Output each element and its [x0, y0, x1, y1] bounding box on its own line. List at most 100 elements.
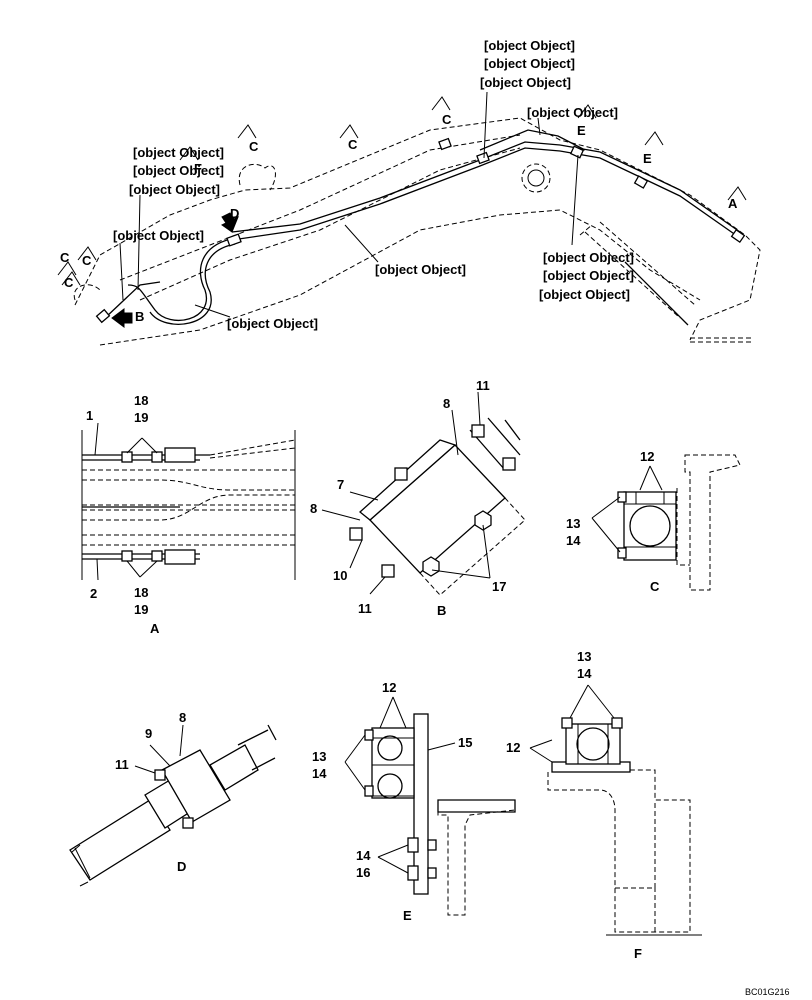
- callout: 18: [134, 585, 148, 600]
- view-a-clamp-top-1: [121, 451, 133, 463]
- section-marker-c4: [237, 124, 257, 139]
- callout: 12: [640, 449, 654, 464]
- callout: [object Object]: [375, 262, 466, 277]
- clamp-2: [569, 145, 585, 159]
- callout: 8: [310, 501, 317, 516]
- view-f-bracket-inner: [615, 800, 656, 932]
- view-d-pipe-right: [237, 724, 277, 771]
- view-f-bolt-2: [611, 717, 623, 729]
- callout: 1: [86, 408, 93, 423]
- view-b-bolt-2: [422, 556, 440, 577]
- view-b-block: [369, 444, 506, 574]
- view-b: [321, 391, 526, 596]
- view-c-bolt-bl: [617, 547, 627, 559]
- hose-5: [127, 237, 236, 322]
- view-caption-e: E: [403, 908, 412, 923]
- pipe-4-b: [231, 147, 741, 241]
- clamp-3: [633, 175, 649, 189]
- section-marker-e2: [644, 131, 664, 146]
- section-mark: C: [60, 250, 70, 265]
- fitting-b: [95, 308, 111, 324]
- clamp-4: [730, 228, 746, 244]
- callout: 13: [312, 749, 326, 764]
- view-b-leaders: [321, 391, 491, 595]
- view-e-bolt-1: [364, 729, 374, 741]
- callout: 13: [566, 516, 580, 531]
- section-marker-c1: [57, 261, 77, 276]
- callout: 12: [382, 680, 396, 695]
- boom-end-ticks: [690, 337, 752, 343]
- view-c-split: [624, 492, 676, 548]
- view-b-nut-5: [502, 457, 516, 471]
- section-marker-c5: [339, 124, 359, 139]
- section-mark: C: [348, 137, 358, 152]
- callout: [object Object]: [480, 75, 571, 90]
- main-boom-view: [57, 91, 761, 346]
- view-f: [529, 684, 702, 936]
- view-d-block: [161, 749, 231, 823]
- callout: [object Object]: [129, 182, 220, 197]
- view-d-nut-1: [154, 769, 166, 781]
- boom-pin-circle: [521, 163, 551, 193]
- callout: [object Object]: [484, 38, 575, 53]
- section-mark: C: [82, 253, 92, 268]
- view-caption-a: A: [150, 621, 160, 636]
- callout: 10: [333, 568, 347, 583]
- section-mark: C: [64, 275, 74, 290]
- fitting-d: [226, 233, 242, 247]
- view-e: [344, 696, 516, 916]
- hose-5-b: [149, 243, 236, 325]
- view-caption-f: F: [634, 946, 642, 961]
- callout: 16: [356, 865, 370, 880]
- view-d-labels: 8 9 11 D: [115, 710, 186, 874]
- view-a-fitting-top: [164, 447, 196, 463]
- view-a-dashed-lines: [82, 439, 296, 546]
- view-a-fitting-bot: [164, 549, 196, 565]
- view-e-bolt-4: [407, 865, 419, 881]
- view-b-arrow: [111, 308, 133, 328]
- callout: 15: [458, 735, 472, 750]
- view-d-nut-2: [182, 817, 194, 829]
- boom-lower-outline: [99, 209, 701, 346]
- callout: 19: [134, 602, 148, 617]
- view-c-labels: 12 13 14 C: [566, 449, 660, 594]
- section-marker-f: [179, 146, 199, 161]
- view-c-plate: [676, 488, 690, 566]
- view-e-leaders: [344, 696, 456, 874]
- view-e-clamp-split: [372, 737, 414, 797]
- view-c-bracket: [684, 454, 741, 591]
- callout: [object Object]: [539, 287, 630, 302]
- callout: [object Object]: [113, 228, 204, 243]
- view-b-nut-4: [471, 424, 485, 438]
- callout: 11: [358, 601, 372, 616]
- callout: [object Object]: [543, 268, 634, 283]
- view-caption-d: D: [177, 859, 186, 874]
- view-e-nut-3: [427, 839, 437, 851]
- section-marker-a: [727, 186, 747, 201]
- view-b-nut-1: [349, 527, 363, 541]
- clamp-1: [476, 151, 490, 165]
- section-marker-c2: [77, 246, 97, 261]
- callout: 14: [356, 848, 371, 863]
- callout: 14: [312, 766, 327, 781]
- view-caption-c: C: [650, 579, 660, 594]
- view-d-leaders: [134, 724, 184, 774]
- view-e-pipe-top: [377, 735, 403, 761]
- boom-foot-lug: [238, 163, 276, 191]
- view-a: [81, 422, 296, 581]
- view-a-clamp-bot-2: [151, 550, 163, 562]
- view-a-labels: 1 18 19 2 18 19 A: [86, 393, 160, 636]
- callout: 13: [577, 649, 591, 664]
- view-b-nut-3: [394, 467, 408, 481]
- callout: 8: [443, 396, 450, 411]
- clamp-5: [438, 137, 452, 151]
- callout: 19: [134, 410, 148, 425]
- callout: [object Object]: [227, 316, 318, 331]
- view-e-bracket: [437, 799, 516, 916]
- view-e-labels: 12 13 14 15 14 16 E: [312, 680, 472, 923]
- view-d-fitting-right: [209, 744, 259, 791]
- callout: [object Object]: [133, 145, 224, 160]
- view-f-leaders: [529, 684, 615, 763]
- arm-cylinder-rod: [624, 261, 689, 326]
